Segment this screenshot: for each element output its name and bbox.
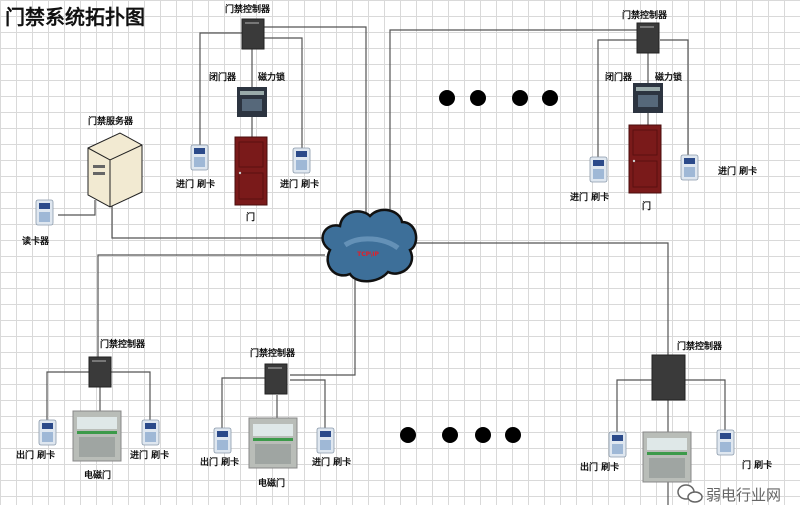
door-label: 电磁门 (258, 477, 285, 489)
reader-label: 出门 刷卡 (16, 449, 55, 461)
door-closer-label: 闭门器 (605, 71, 633, 83)
reader-label: 进门 刷卡 (570, 191, 609, 203)
magnetic-lock (237, 87, 267, 117)
electromagnetic-door (72, 410, 122, 462)
magnetic-lock-label: 磁力锁 (655, 71, 682, 83)
reader-label: 进门 刷卡 (130, 449, 169, 461)
access-controller (636, 22, 660, 54)
card-reader (589, 156, 608, 183)
card-reader (213, 427, 232, 454)
network-label: TCP\IP (357, 251, 379, 258)
reader-label: 门 刷卡 (742, 459, 772, 471)
reader-label: 进门 刷卡 (176, 178, 215, 190)
card-reader (316, 427, 335, 454)
electromagnetic-door (248, 417, 298, 469)
electromagnetic-door (642, 431, 692, 483)
door-closer-label: 闭门器 (209, 71, 237, 83)
wires (46, 26, 726, 505)
card-reader (608, 431, 627, 458)
door-label: 门 (246, 211, 255, 223)
reader-label: 进门 刷卡 (280, 178, 319, 190)
reader-label: 读卡器 (22, 235, 50, 247)
watermark: 弱电行业网 (677, 484, 781, 504)
card-reader (680, 154, 699, 181)
card-reader (190, 144, 209, 171)
network-cloud: TCP\IP (321, 208, 418, 283)
access-controller (651, 354, 686, 401)
controller-label: 门禁控制器 (250, 347, 296, 359)
access-controller (264, 363, 288, 395)
access-controller (241, 18, 265, 50)
door-label: 电磁门 (84, 469, 111, 481)
magnetic-lock-label: 磁力锁 (258, 71, 285, 83)
reader-label: 出门 刷卡 (580, 461, 619, 473)
door (628, 124, 662, 194)
card-reader (292, 147, 311, 174)
card-reader (38, 419, 57, 446)
card-reader (35, 199, 54, 226)
magnetic-lock (633, 83, 663, 113)
controller-label: 门禁控制器 (100, 338, 146, 350)
server-label: 门禁服务器 (88, 115, 134, 127)
watermark-text: 弱电行业网 (706, 486, 781, 504)
reader-label: 进门 刷卡 (312, 456, 351, 468)
controller-label: 门禁控制器 (622, 9, 668, 21)
access-controller (88, 356, 112, 388)
diagram-title: 门禁系统拓扑图 (5, 5, 145, 29)
card-reader (716, 429, 735, 456)
reader-label: 出门 刷卡 (200, 456, 239, 468)
ellipsis-dots (400, 90, 558, 443)
access-server: 门禁服务器 (87, 115, 143, 208)
reader-label: 进门 刷卡 (718, 165, 757, 177)
door-label: 门 (642, 200, 651, 212)
controller-label: 门禁控制器 (225, 3, 271, 15)
controller-label: 门禁控制器 (677, 340, 723, 352)
door (234, 136, 268, 206)
card-reader (141, 419, 160, 446)
